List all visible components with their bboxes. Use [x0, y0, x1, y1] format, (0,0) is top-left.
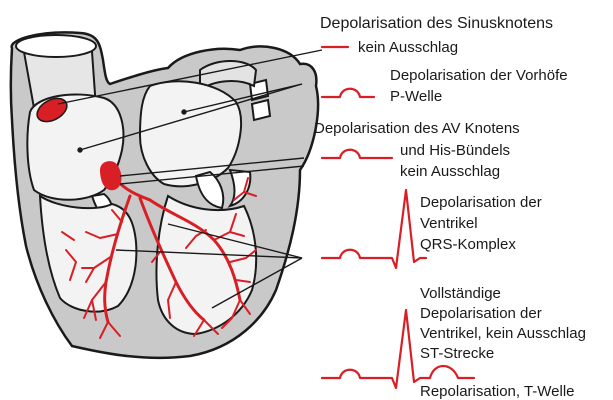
label-vent-title: Depolarisation der	[420, 194, 542, 211]
label-full-title: Vollständige	[420, 285, 501, 302]
label-repol: Repolarisation, T-Welle	[420, 383, 575, 400]
vessel-opening	[16, 35, 96, 57]
labels: Depolarisation des Sinusknotens kein Aus…	[314, 15, 586, 400]
label-full-segment: ST-Strecke	[420, 345, 494, 362]
label-full-title3: Ventrikel, kein Ausschlag	[420, 325, 586, 342]
label-atria-title: Depolarisation der Vorhöfe	[390, 67, 568, 84]
label-av-effect: kein Ausschlag	[400, 163, 500, 180]
label-av-title2: und His-Bündels	[400, 142, 510, 159]
label-atria-wave: P-Welle	[390, 88, 442, 105]
pulmonary-vein-2	[252, 100, 270, 120]
heart-illustration	[11, 32, 318, 357]
label-sa-title: Depolarisation des Sinusknotens	[320, 15, 553, 32]
label-full-title2: Depolarisation der	[420, 305, 542, 322]
ecg-p-wave	[322, 89, 374, 97]
label-vent-wave: QRS-Komplex	[420, 236, 516, 253]
label-sa-effect: kein Ausschlag	[358, 39, 458, 56]
left-atrium	[140, 81, 241, 186]
label-av-title: Depolarisation des AV Knotens	[314, 120, 520, 137]
ecg-qrs	[322, 190, 426, 268]
label-vent-title2: Ventrikel	[420, 215, 478, 232]
ecg-pr-segment	[322, 150, 392, 158]
